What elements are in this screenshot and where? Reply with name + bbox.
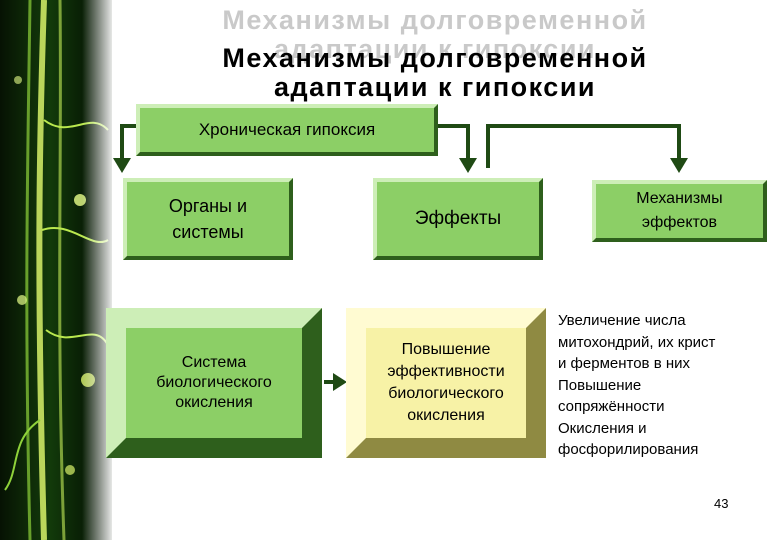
connector-right-h [486, 124, 681, 128]
title-shadow-line-2: адаптации к гипоксии [273, 34, 597, 64]
organs-label-line-2: системы [172, 222, 244, 242]
mechanisms-label-line-2: эффектов [641, 214, 718, 231]
connector-left-v [120, 124, 124, 160]
efficiency-line-4: окисления [407, 407, 485, 424]
chronic-hypoxia-box: Хроническая гипоксия [136, 104, 438, 156]
bio-oxidation-box: Система биологического окисления [106, 308, 322, 458]
slide-title-line-2: адаптации к гипоксии [273, 72, 597, 102]
connector-oxidation-to-efficiency [324, 380, 338, 384]
connector-right-v [677, 124, 681, 160]
slide-title: Механизмы долговременной адаптации к гип… [110, 44, 760, 102]
organs-label-line-1: Органы и [168, 196, 248, 216]
connector-mid-v [466, 124, 470, 160]
arrow-to-efficiency [333, 373, 347, 391]
plant-image [0, 0, 112, 540]
efficiency-line-1: Повышение [401, 341, 491, 358]
effects-label: Эффекты [414, 208, 502, 229]
mechanism-line-6: Окисления и [558, 419, 647, 437]
connector-mid-h [437, 124, 470, 128]
connector-right-stub [486, 124, 490, 168]
slide-title-line-1: Механизмы долговременной [222, 43, 648, 73]
connector-left-h [120, 124, 142, 128]
efficiency-line-2: эффективности [387, 363, 505, 380]
title-shadow: Механизмы долговременной адаптации к гип… [110, 6, 760, 64]
slide-number: 43 [714, 496, 729, 511]
mechanism-line-5: сопряжённости [558, 398, 665, 415]
mechanism-line-4: Повышение [558, 376, 642, 394]
chronic-hypoxia-label: Хроническая гипоксия [198, 120, 376, 139]
arrow-to-organs [113, 158, 131, 173]
efficiency-box: Повышение эффективности биологического о… [346, 308, 546, 458]
title-shadow-line-1: Механизмы долговременной [222, 5, 648, 35]
organs-systems-box: Органы и системы [123, 178, 293, 260]
plant-image-fade [82, 0, 112, 540]
mechanisms-box: Механизмы эффектов [592, 180, 767, 242]
bio-oxidation-line-3: окисления [175, 394, 253, 411]
bio-oxidation-line-1: Система [181, 354, 247, 371]
arrow-to-effects [459, 158, 477, 173]
mechanisms-label-line-1: Механизмы [636, 190, 723, 207]
mechanism-line-1: Увеличение числа [558, 312, 686, 329]
mechanism-line-3: и ферментов в них [558, 355, 690, 372]
effects-box: Эффекты [373, 178, 543, 260]
bio-oxidation-line-2: биологического [156, 374, 272, 391]
mechanism-description: Увеличение числа митохондрий, их крист и… [558, 310, 774, 461]
efficiency-line-3: биологического [388, 385, 504, 402]
mechanism-line-7: фосфорилирования [558, 441, 699, 458]
arrow-to-mechanisms [670, 158, 688, 173]
mechanism-line-2: митохондрий, их крист [558, 333, 716, 351]
